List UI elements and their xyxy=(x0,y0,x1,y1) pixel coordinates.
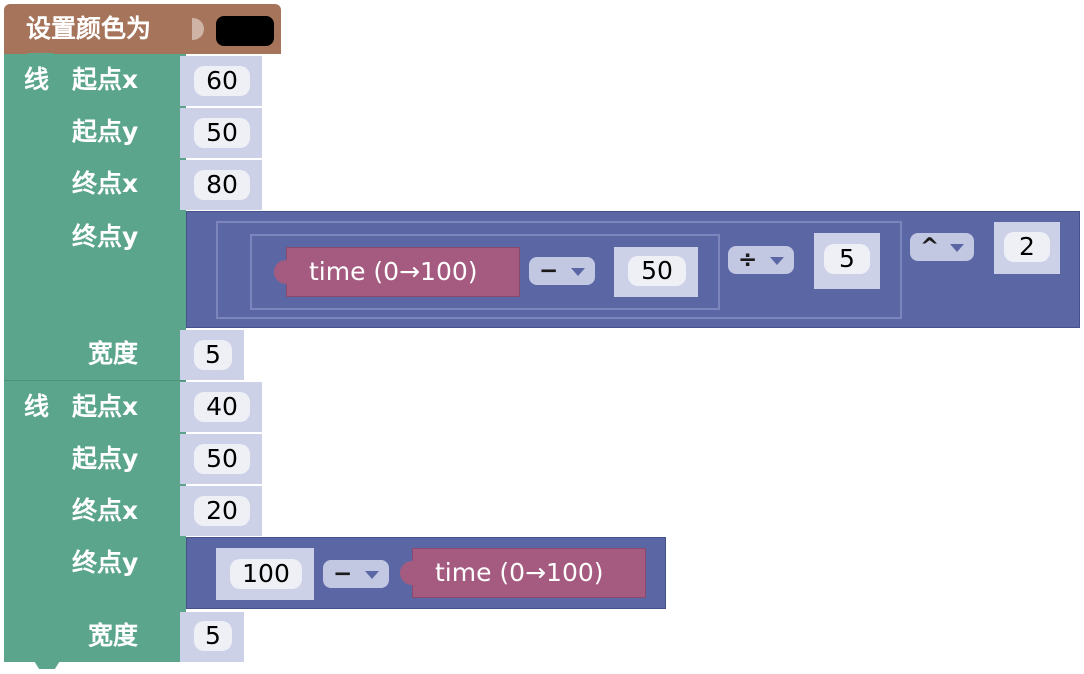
start-y-value[interactable]: 50 xyxy=(194,118,250,148)
divide-operator-label: ÷ xyxy=(738,247,758,273)
chevron-down-icon xyxy=(365,571,379,579)
color-swatch[interactable] xyxy=(216,16,274,46)
start-x-value[interactable]: 60 xyxy=(194,66,250,96)
time-reporter[interactable]: time (0→100) xyxy=(286,247,520,297)
line-label: 线 xyxy=(24,392,50,421)
end-x-label: 终点x xyxy=(72,169,139,198)
end-x-label: 终点x xyxy=(72,496,139,525)
width-label: 宽度 xyxy=(88,339,139,368)
divide-value[interactable]: 5 xyxy=(824,244,870,274)
minus-operator-dropdown[interactable]: − xyxy=(323,560,389,588)
width-label: 宽度 xyxy=(88,621,139,650)
chevron-down-icon xyxy=(770,257,784,265)
start-y-label: 起点y xyxy=(72,117,139,146)
set-color-block[interactable]: 设置颜色为 xyxy=(4,4,281,54)
end-x-value[interactable]: 20 xyxy=(194,496,250,526)
time-nub xyxy=(400,561,414,585)
power-operator-label: ^ xyxy=(920,234,940,260)
time-reporter-label: time (0→100) xyxy=(435,558,604,587)
block-notch xyxy=(34,661,60,669)
draw-line-block-1[interactable] xyxy=(4,54,186,380)
color-slot-nub xyxy=(192,18,204,40)
start-x-label: 起点x xyxy=(72,392,139,421)
minus-operator-label: − xyxy=(333,561,353,587)
divide-operator-dropdown[interactable]: ÷ xyxy=(728,246,794,274)
power-value[interactable]: 2 xyxy=(1004,232,1050,262)
time-nub xyxy=(274,260,288,284)
start-y-label: 起点y xyxy=(72,444,139,473)
start-x-label: 起点x xyxy=(72,65,139,94)
minus-value[interactable]: 50 xyxy=(628,256,686,286)
time-reporter-label: time (0→100) xyxy=(309,257,478,286)
subtract-expression xyxy=(250,234,720,310)
line-label: 线 xyxy=(24,65,50,94)
end-y-label: 终点y xyxy=(72,548,139,577)
start-y-value[interactable]: 50 xyxy=(194,444,250,474)
chevron-down-icon xyxy=(571,268,585,276)
end-y-label: 终点y xyxy=(72,222,139,251)
width-value[interactable]: 5 xyxy=(194,340,232,370)
chevron-down-icon xyxy=(950,244,964,252)
time-reporter[interactable]: time (0→100) xyxy=(412,548,646,598)
start-x-value[interactable]: 40 xyxy=(194,392,250,422)
divide-expression xyxy=(216,221,902,319)
end-x-value[interactable]: 80 xyxy=(194,170,250,200)
minus-operator-label: − xyxy=(539,258,559,284)
minus-operator-dropdown[interactable]: − xyxy=(529,257,595,285)
width-value[interactable]: 5 xyxy=(194,621,232,651)
power-operator-dropdown[interactable]: ^ xyxy=(910,233,974,261)
left-value[interactable]: 100 xyxy=(230,559,302,589)
set-color-label: 设置颜色为 xyxy=(26,14,152,43)
draw-line-block-2[interactable] xyxy=(4,380,186,662)
